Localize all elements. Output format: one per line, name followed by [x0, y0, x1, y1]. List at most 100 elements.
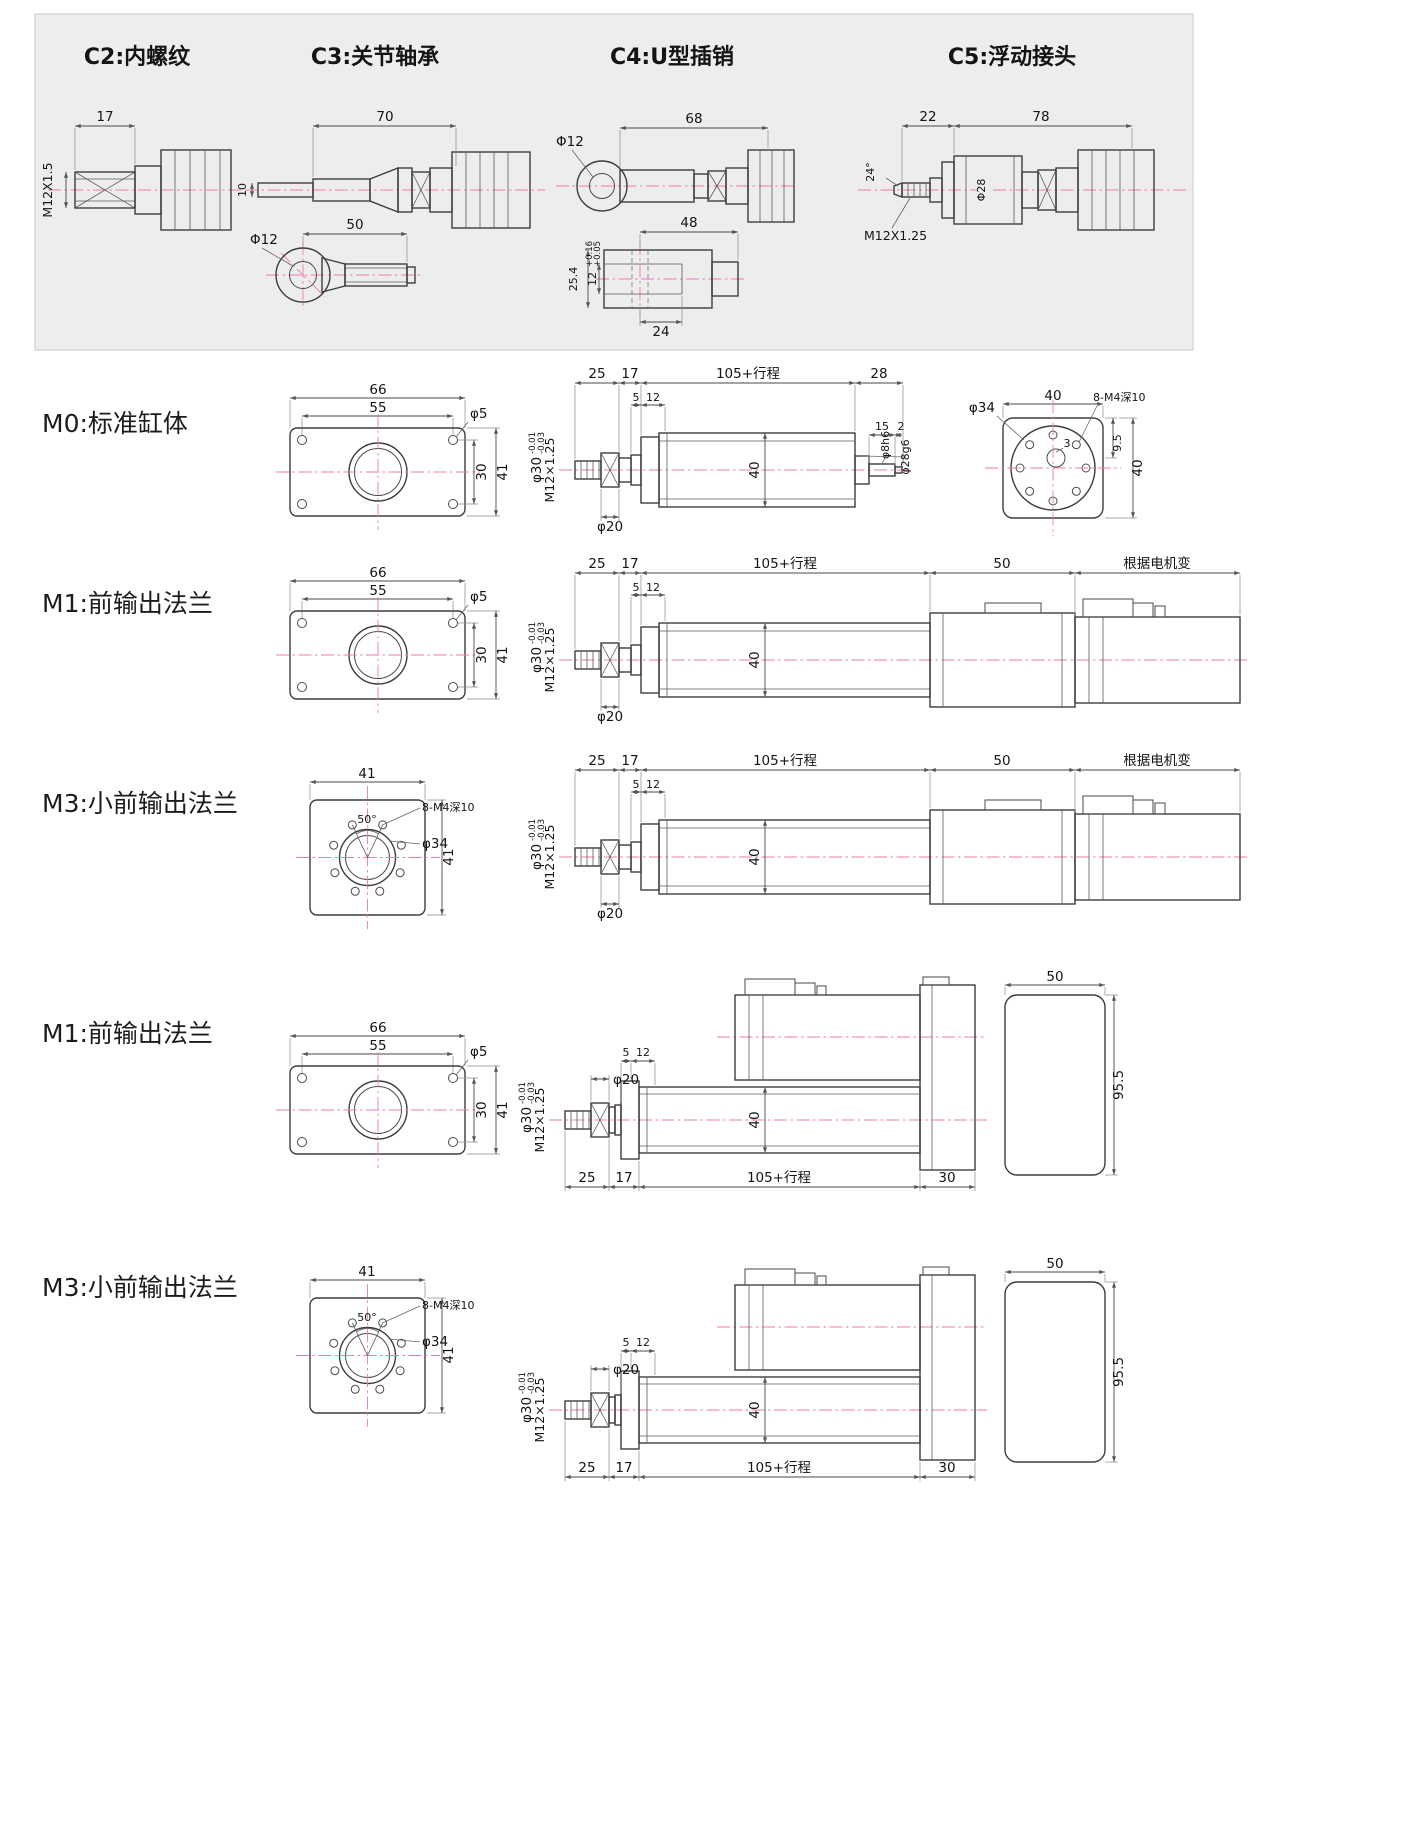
panel-title-c5: C5:浮动接头 — [948, 44, 1076, 70]
tol-lower: -0.03 — [537, 819, 547, 841]
c2-internal-thread-drawing: 17 M12X1.5 — [40, 109, 242, 231]
dim-phi30: φ30 — [519, 1397, 535, 1423]
m1-side-view: 25 17 105+行程 50 根据电机变 5 12 φ20 40 φ30 -0… — [528, 556, 1247, 725]
dim-40-right: 40 — [1130, 459, 1146, 476]
tol-upper: -0.01 — [528, 819, 538, 841]
dim-105-stroke: 105+行程 — [753, 753, 817, 769]
dim-phi30: φ30 — [529, 647, 545, 673]
dim-phi20: φ20 — [597, 906, 623, 922]
dim-40: 40 — [747, 651, 763, 668]
dim-8m4: 8-M4深10 — [422, 801, 474, 814]
dim-30: 30 — [474, 646, 490, 663]
dim-5: 5 — [623, 1046, 630, 1059]
dim-66: 66 — [369, 1020, 386, 1036]
dim-95_5: 95.5 — [1111, 1070, 1127, 1100]
tol-lower: -0.03 — [537, 622, 547, 644]
dim-40: 40 — [747, 1111, 763, 1128]
tol-lower: -0.03 — [527, 1372, 537, 1394]
dim-m12x1_25: M12×1.25 — [542, 825, 557, 890]
dim-12: 12 — [646, 391, 660, 404]
dim-105-stroke: 105+行程 — [753, 556, 817, 572]
dim-motor-var: 根据电机变 — [1123, 556, 1191, 572]
dim-8m4: 8-M4深10 — [422, 1299, 474, 1312]
dim-40: 40 — [747, 848, 763, 865]
dim-phi28: Φ28 — [975, 179, 988, 202]
dim-41: 41 — [358, 766, 375, 782]
dim-8m4: 8-M4深10 — [1093, 391, 1145, 404]
dim-m12x1_25: M12×1.25 — [532, 1378, 547, 1443]
dim-phi28g6: φ28g6 — [899, 439, 912, 474]
dim-41: 41 — [495, 463, 511, 480]
dim-17: 17 — [621, 556, 638, 572]
dim-41-right: 41 — [441, 1346, 457, 1363]
c5-floating-joint-drawing: 22 78 24° Φ28 M12X1.25 — [858, 109, 1188, 243]
dim-phi30: φ30 — [529, 457, 545, 483]
dim-motor-var: 根据电机变 — [1123, 753, 1191, 769]
dim-phi30-tol: φ30 -0.01 -0.03 — [528, 622, 547, 673]
tol-upper: -0.01 — [528, 432, 538, 454]
dim-40: 40 — [747, 461, 763, 478]
dim-66: 66 — [369, 382, 386, 398]
dim-50deg: 50° — [357, 1311, 377, 1324]
dim-55: 55 — [369, 583, 386, 599]
m0-side-view: 25 17 105+行程 28 5 12 15 2 φ20 40 φ8h6 φ2… — [528, 366, 912, 535]
dim-41-right: 41 — [441, 848, 457, 865]
m3-side-view: 25 17 105+行程 50 根据电机变 5 12 φ20 40 φ30 -0… — [528, 753, 1247, 922]
dim-10: 10 — [236, 183, 249, 197]
dim-m12x1_25: M12×1.25 — [542, 628, 557, 693]
dim-phi5: φ5 — [470, 406, 488, 422]
dim-phi34: φ34 — [422, 836, 448, 852]
dim-25_4: 25.4 — [567, 267, 580, 292]
dim-phi34: φ34 — [422, 1334, 448, 1350]
dim-phi30-tol: φ30 -0.01 -0.03 — [518, 1082, 537, 1133]
dim-17: 17 — [615, 1460, 632, 1476]
dim-m12x1_25: M12×1.25 — [542, 438, 557, 503]
dim-50deg: 50° — [357, 813, 377, 826]
dim-55: 55 — [369, 400, 386, 416]
dim-40: 40 — [1044, 388, 1061, 404]
dim-12: 12 — [646, 581, 660, 594]
dim-phi12: Φ12 — [250, 232, 278, 248]
tol-lower: -0.03 — [537, 432, 547, 454]
dim-25: 25 — [578, 1460, 595, 1476]
dim-30: 30 — [474, 1101, 490, 1118]
tol-upper: +0.16 — [585, 241, 595, 267]
dim-70: 70 — [376, 109, 393, 125]
tol-lower: +0.05 — [593, 241, 603, 267]
m3-folded-side-view: 5 12 φ20 40 φ30 -0.01 -0.03 M12×1.25 25 … — [518, 1267, 987, 1481]
m1-folded-end-view: 50 95.5 — [1005, 969, 1127, 1175]
dim-17: 17 — [621, 753, 638, 769]
row-label-m3: M3:小前输出法兰 — [42, 789, 238, 818]
m1-folded-side-view: 5 12 φ20 40 φ30 -0.01 -0.03 M12×1.25 25 … — [518, 977, 987, 1191]
dim-66: 66 — [369, 565, 386, 581]
row-label-m1-folded: M1:前输出法兰 — [42, 1019, 213, 1048]
row-label-m3-folded: M3:小前输出法兰 — [42, 1273, 238, 1302]
dim-phi12: Φ12 — [556, 134, 584, 150]
dim-24deg: 24° — [864, 162, 877, 182]
dim-phi20: φ20 — [613, 1362, 639, 1378]
dim-phi30: φ30 — [519, 1107, 535, 1133]
row-label-m0: M0:标准缸体 — [42, 409, 188, 438]
m0-rear-view: 40 3 φ34 8-M4深10 9.5 40 — [969, 388, 1146, 536]
dim-17: 17 — [615, 1170, 632, 1186]
dim-78: 78 — [1032, 109, 1049, 125]
tol-lower: -0.03 — [527, 1082, 537, 1104]
dim-5: 5 — [633, 391, 640, 404]
row-label-m1: M1:前输出法兰 — [42, 589, 213, 618]
dim-17: 17 — [621, 366, 638, 382]
dim-phi20: φ20 — [613, 1072, 639, 1088]
dim-55: 55 — [369, 1038, 386, 1054]
dim-phi20: φ20 — [597, 709, 623, 725]
dim-phi30: φ30 — [529, 844, 545, 870]
dim-25: 25 — [588, 753, 605, 769]
dim-105-stroke: 105+行程 — [747, 1460, 811, 1476]
tol-upper: -0.01 — [518, 1372, 528, 1394]
dim-5: 5 — [633, 778, 640, 791]
m3-folded-end-view: 50 95.5 — [1005, 1256, 1127, 1462]
dim-9_5: 9.5 — [1111, 434, 1124, 452]
dim-phi5: φ5 — [470, 1044, 488, 1060]
dim-95_5: 95.5 — [1111, 1357, 1127, 1387]
c3-rod-end-bearing-drawing: 70 10 50 Φ12 — [236, 109, 545, 310]
dim-phi8h6: φ8h6 — [879, 431, 892, 459]
